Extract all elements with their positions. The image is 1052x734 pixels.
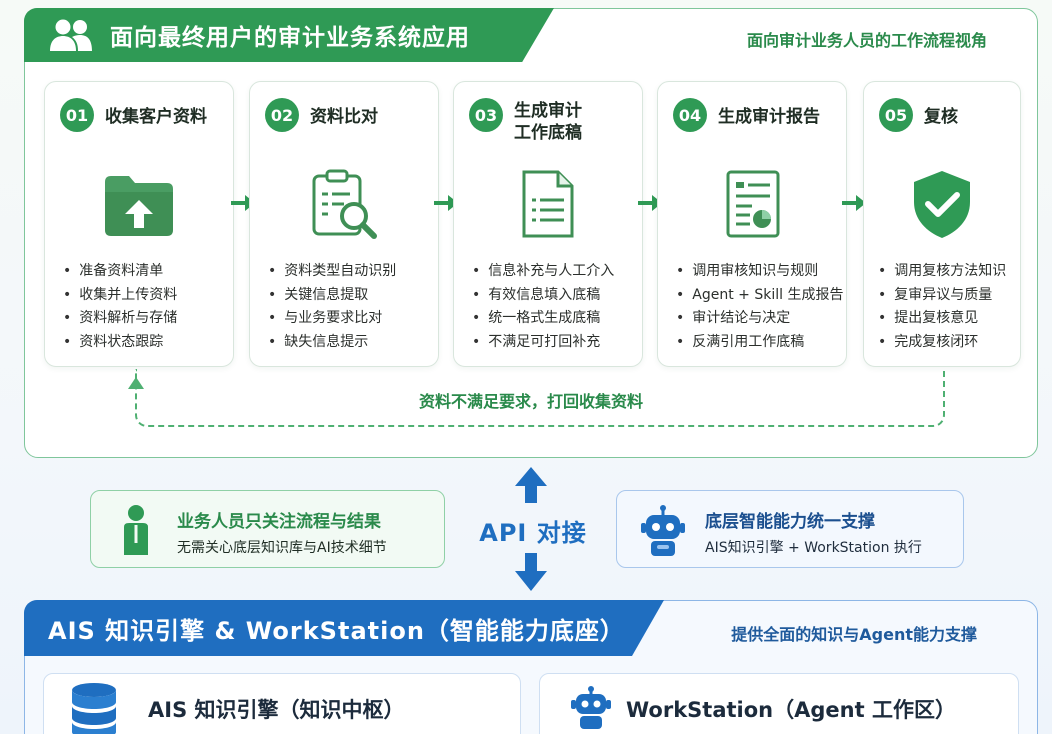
arrow-down-icon <box>515 553 547 591</box>
step-item-list: 调用复核方法知识 复审异议与质量 提出复核意见 完成复核闭环 <box>878 260 1006 354</box>
capability-base-banner: AIS 知识引擎 & WorkStation（智能能力底座） <box>24 600 664 656</box>
business-user-focus-title: 业务人员只关注流程与结果 <box>177 512 381 532</box>
workstation-title: WorkStation（Agent 工作区） <box>626 698 956 722</box>
business-system-banner: 面向最终用户的审计业务系统应用 <box>24 8 554 62</box>
list-item: 缺失信息提示 <box>268 331 396 355</box>
list-item: 复审异议与质量 <box>878 284 1006 308</box>
list-item: 有效信息填入底稿 <box>472 284 614 308</box>
step-item-list: 资料类型自动识别 关键信息提取 与业务要求比对 缺失信息提示 <box>268 260 396 354</box>
step-card-collect: 01 收集客户资料 准备资料清单 收集并上传资料 资料解析与存储 资料状态跟踪 <box>44 81 234 367</box>
step-item-list: 准备资料清单 收集并上传资料 资料解析与存储 资料状态跟踪 <box>63 260 177 354</box>
arrow-right-icon <box>638 195 662 211</box>
knowledge-engine-title: AIS 知识引擎（知识中枢） <box>148 698 405 722</box>
step-card-workpaper: 03 生成审计 工作底稿 信息补充与人工介入 有效信息填入底稿 统一格式生成底稿… <box>453 81 643 367</box>
document-list-icon <box>522 170 574 238</box>
arrow-up-icon <box>515 467 547 503</box>
capability-base-subtitle: 提供全面的知识与Agent能力支撑 <box>731 625 977 644</box>
shield-check-icon <box>914 171 970 238</box>
step-number: 01 <box>60 98 94 132</box>
list-item: Agent + Skill 生成报告 <box>676 284 843 308</box>
step-title: 复核 <box>924 107 958 127</box>
step-title-line: 工作底稿 <box>514 123 582 143</box>
person-icon <box>124 505 148 555</box>
step-card-report: 04 生成审计报告 调用审核知识与规则 Agent + Skill 生成报告 审… <box>657 81 847 367</box>
database-icon <box>72 683 116 734</box>
list-item: 调用复核方法知识 <box>878 260 1006 284</box>
arrow-right-icon <box>434 195 458 211</box>
list-item: 不满足可打回补充 <box>472 331 614 355</box>
list-item: 信息补充与人工介入 <box>472 260 614 284</box>
workstation-card: WorkStation（Agent 工作区） <box>539 673 1019 734</box>
users-icon <box>50 19 92 51</box>
step-title: 收集客户资料 <box>105 107 207 127</box>
list-item: 收集并上传资料 <box>63 284 177 308</box>
step-number: 05 <box>879 98 913 132</box>
list-item: 提出复核意见 <box>878 307 1006 331</box>
step-title-line: 生成审计 <box>514 101 582 121</box>
api-label: API 对接 <box>479 519 587 547</box>
loop-back-connector <box>135 369 945 427</box>
list-item: 完成复核闭环 <box>878 331 1006 355</box>
clipboard-search-icon <box>312 169 377 239</box>
list-item: 准备资料清单 <box>63 260 177 284</box>
step-card-compare: 02 资料比对 资料类型自动识别 关键信息提取 与业务要求比对 缺失信息提示 <box>249 81 439 367</box>
step-number: 02 <box>265 98 299 132</box>
list-item: 资料解析与存储 <box>63 307 177 331</box>
step-item-list: 信息补充与人工介入 有效信息填入底稿 统一格式生成底稿 不满足可打回补充 <box>472 260 614 354</box>
list-item: 调用审核知识与规则 <box>676 260 843 284</box>
list-item: 资料类型自动识别 <box>268 260 396 284</box>
list-item: 统一格式生成底稿 <box>472 307 614 331</box>
step-card-review: 05 复核 调用复核方法知识 复审异议与质量 提出复核意见 完成复核闭环 <box>863 81 1021 367</box>
business-user-focus-card: 业务人员只关注流程与结果 无需关心底层知识库与AI技术细节 <box>90 490 445 568</box>
capability-support-desc: AIS知识引擎 + WorkStation 执行 <box>705 540 922 556</box>
business-user-focus-desc: 无需关心底层知识库与AI技术细节 <box>177 540 387 556</box>
step-item-list: 调用审核知识与规则 Agent + Skill 生成报告 审计结论与决定 反满引… <box>676 260 843 354</box>
robot-icon <box>571 686 611 729</box>
arrow-up-icon <box>128 377 144 389</box>
capability-support-card: 底层智能能力统一支撑 AIS知识引擎 + WorkStation 执行 <box>616 490 964 568</box>
business-system-subtitle: 面向审计业务人员的工作流程视角 <box>746 31 987 50</box>
list-item: 资料状态跟踪 <box>63 331 177 355</box>
step-title: 生成审计 工作底稿 <box>514 100 634 144</box>
capability-base-panel: AIS 知识引擎 & WorkStation（智能能力底座） 提供全面的知识与A… <box>24 600 1038 734</box>
step-number: 04 <box>673 98 707 132</box>
arrow-right-icon <box>842 195 866 211</box>
knowledge-engine-card: AIS 知识引擎（知识中枢） <box>43 673 521 734</box>
list-item: 关键信息提取 <box>268 284 396 308</box>
step-title: 资料比对 <box>310 107 378 127</box>
business-system-title: 面向最终用户的审计业务系统应用 <box>110 25 470 51</box>
report-chart-icon <box>726 170 780 238</box>
list-item: 审计结论与决定 <box>676 307 843 331</box>
robot-icon <box>641 505 685 556</box>
capability-base-title: AIS 知识引擎 & WorkStation（智能能力底座） <box>48 616 625 645</box>
step-number: 03 <box>469 98 503 132</box>
loop-back-label-row: 资料不满足要求，打回收集资料 <box>25 388 1037 412</box>
list-item: 反满引用工作底稿 <box>676 331 843 355</box>
loop-back-label: 资料不满足要求，打回收集资料 <box>410 392 651 411</box>
step-title: 生成审计报告 <box>718 107 820 127</box>
capability-support-title: 底层智能能力统一支撑 <box>705 512 875 532</box>
business-system-panel: 面向最终用户的审计业务系统应用 面向审计业务人员的工作流程视角 01 收集客户资… <box>24 8 1038 458</box>
upload-folder-icon <box>105 176 173 236</box>
list-item: 与业务要求比对 <box>268 307 396 331</box>
